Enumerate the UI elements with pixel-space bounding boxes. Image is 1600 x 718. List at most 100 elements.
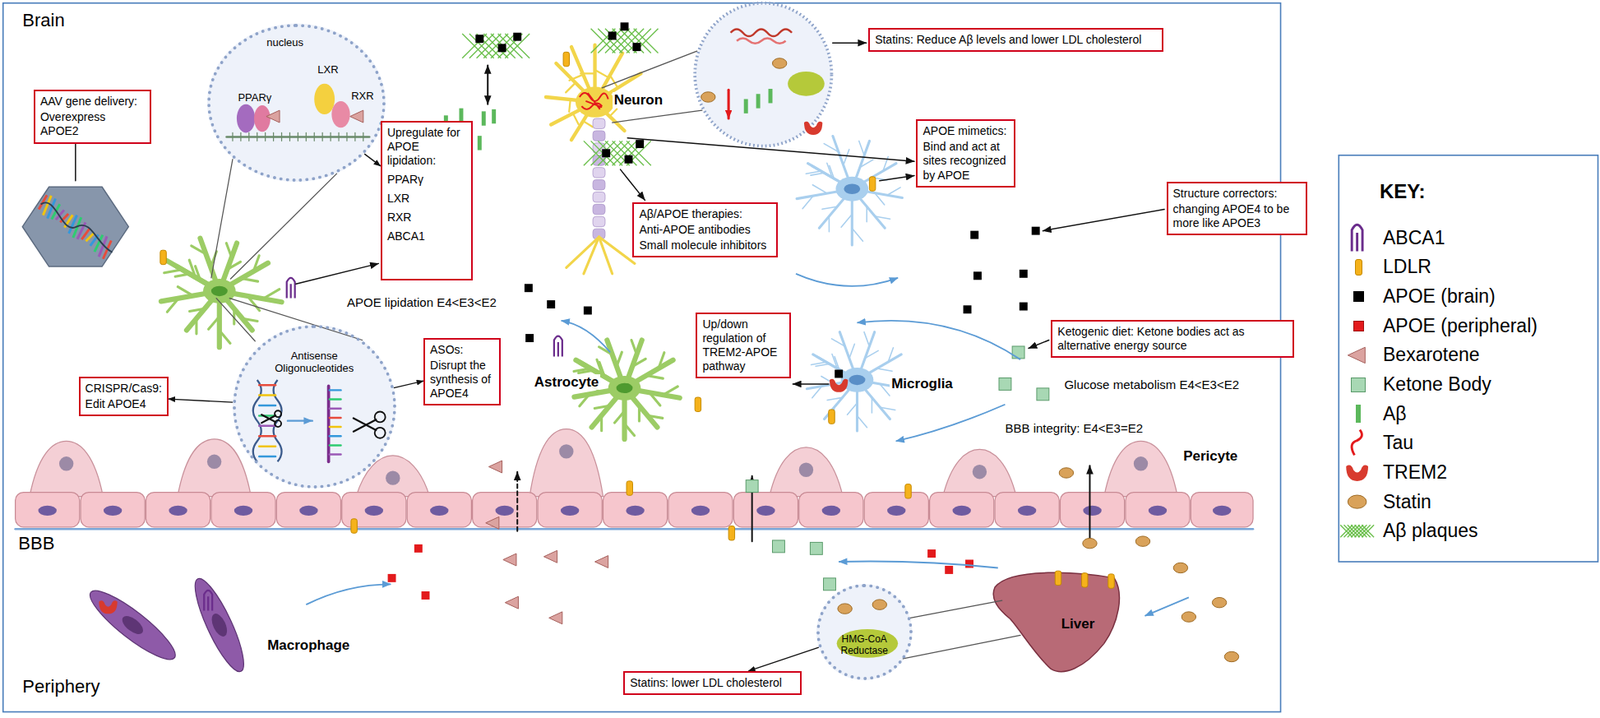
cell-nucleus [211, 286, 228, 296]
cell-nucleus [616, 383, 634, 394]
box-text: Disrupt the synthesis of APOE4 [430, 358, 495, 401]
statin [1135, 536, 1150, 546]
leader-line [910, 600, 1003, 618]
cell-process [208, 316, 220, 330]
plaque-fiber [605, 28, 630, 54]
bexarotene [549, 611, 563, 625]
therapy-box: Ketogenic diet: Ketone bodies act as alt… [1050, 319, 1294, 358]
axon-segment [592, 216, 606, 227]
ldlr-receptor [728, 526, 735, 541]
axon-segment [592, 167, 606, 178]
plaque-fiber [469, 33, 495, 59]
abca1-transporter [286, 277, 296, 299]
nucleus-fill [207, 23, 386, 182]
axon-segment [592, 130, 606, 141]
plaque-fiber [626, 28, 652, 54]
cell-process [810, 172, 824, 176]
statin [1173, 562, 1188, 573]
plaque-fiber [462, 33, 487, 59]
cell-process [600, 415, 603, 431]
cell-process [226, 261, 241, 269]
apoe-brain [834, 369, 843, 379]
cell-process [857, 415, 868, 427]
amyloid-beta [481, 110, 486, 125]
pericyte [29, 440, 103, 496]
therapy-box: AAV gene delivery:Overexpress APOE2 [33, 89, 152, 144]
legend-slot [1345, 371, 1372, 398]
cell-process [864, 332, 870, 347]
legend-slot [1345, 517, 1372, 545]
cell-nucleus [365, 505, 384, 516]
key-frame [1338, 155, 1598, 562]
endothelial-cell [145, 492, 210, 528]
dna-tick [362, 132, 364, 141]
dna-rung [258, 434, 276, 437]
leader-line [295, 263, 380, 284]
axon-terminal [583, 236, 600, 274]
dna-tick [322, 132, 324, 141]
pericyte-nucleus [799, 462, 814, 477]
scissors [261, 414, 276, 422]
legend-swatch [1355, 404, 1361, 423]
dna-tick [240, 132, 241, 141]
box-text: changing APOE4 to be more like APOE3 [1173, 202, 1301, 231]
dna-tick [297, 132, 299, 141]
cell-process [834, 356, 840, 370]
apoe-brain [601, 148, 611, 158]
connector [364, 153, 381, 167]
cell-process [615, 411, 625, 423]
dna-tick [289, 132, 291, 141]
membrane-circle: Antisense Oligonucleotides [232, 324, 397, 489]
macrophage [186, 573, 252, 676]
flow-arrow [838, 561, 999, 569]
cell-process [594, 405, 610, 408]
hmg-fill [816, 583, 913, 680]
dendrite [596, 70, 609, 78]
decrease-arrow [727, 89, 731, 119]
ldlr-receptor [1108, 573, 1115, 588]
box-text: Edit APOE4 [85, 397, 162, 412]
cell-process [828, 216, 831, 232]
cell-nucleus [103, 505, 122, 516]
cell-process [877, 368, 893, 371]
dna-tick [248, 132, 250, 141]
astrocyte [161, 238, 283, 347]
dna-tick [281, 132, 283, 141]
cell-process [175, 273, 190, 277]
ldlr-receptor [563, 51, 569, 66]
endothelial-cell [733, 492, 798, 528]
membrane-circle: nucleusPPARγLXRRXR [207, 23, 386, 182]
dna-tick [256, 132, 258, 141]
cell-process [578, 369, 594, 373]
leader-line [792, 383, 828, 384]
cell-process [647, 415, 662, 418]
cell-process [253, 255, 259, 272]
plaque-fiber [626, 28, 652, 54]
plaque-fiber [605, 28, 630, 54]
apoe-peripheral [965, 559, 974, 569]
cell-process [887, 187, 901, 195]
leader-line [211, 159, 233, 278]
axon-terminal [566, 236, 600, 268]
box-text: HMG-CoA Reductase [828, 633, 900, 657]
legend-text: Tau [1382, 431, 1414, 454]
dna-tick [305, 132, 307, 141]
apoe-peripheral [388, 573, 397, 583]
plaque-fiber [597, 140, 623, 166]
box-text: Anti-APOE antibodies [638, 222, 771, 237]
cell-process [240, 278, 258, 283]
statin [1181, 611, 1196, 622]
abca1-transporter [1351, 224, 1363, 251]
box-text: AAV gene delivery: [40, 94, 145, 109]
legend-swatch [1353, 291, 1365, 302]
apoe-peripheral [414, 544, 423, 553]
mrna-base [329, 406, 342, 409]
cell-process [822, 206, 837, 209]
legend-item: Aβ plaques [1345, 517, 1479, 545]
cell-process [242, 318, 258, 321]
cell-nucleus [495, 505, 514, 516]
dna-tick [272, 132, 274, 141]
cell-process [226, 243, 232, 258]
cell-nucleus [887, 505, 906, 516]
cell-nucleus [1148, 505, 1167, 516]
